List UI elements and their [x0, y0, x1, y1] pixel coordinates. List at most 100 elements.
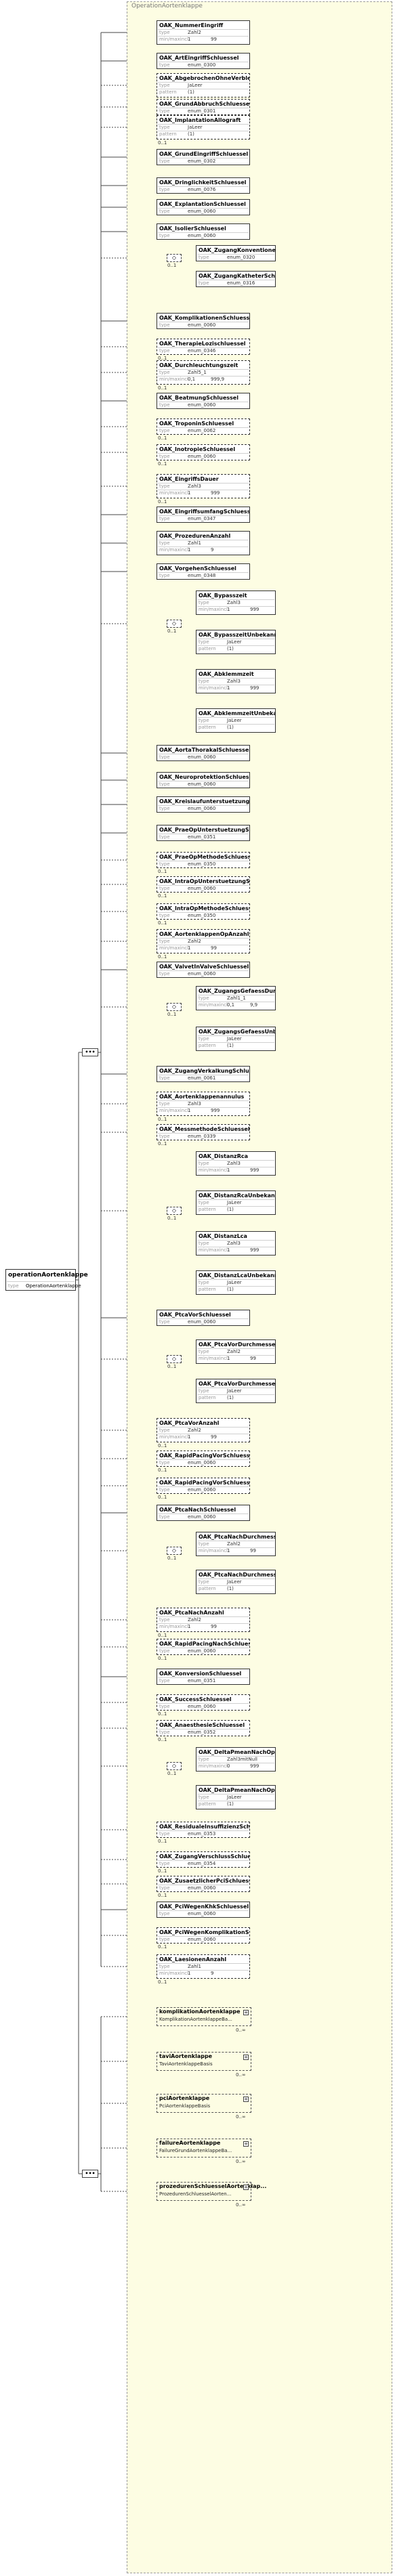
root-element-operationAortenklappe[interactable]: operationAortenklappe type OperationAort…	[5, 1269, 88, 1291]
element-oak_pciwegenkomplikationschl[interactable]: OAK_PciWegenKomplikationSchl...typeenum_…	[157, 1927, 250, 1944]
expand-icon[interactable]: +	[243, 2185, 249, 2190]
prop-value: enum_0060	[188, 209, 216, 214]
expand-icon[interactable]: +	[243, 2010, 249, 2015]
element-oak_zugangsgefaessunbekannt[interactable]: OAK_ZugangsGefaessUnbekannttypeJaLeerpat…	[196, 1027, 276, 1051]
element-oak_rapidpacingnachschluessel[interactable]: OAK_RapidPacingNachSchluesseltypeenum_00…	[157, 1639, 250, 1655]
choice-compositor[interactable]: ◇	[167, 254, 182, 262]
prop-value: enum_0062	[188, 428, 216, 433]
expand-icon[interactable]: +	[243, 2055, 249, 2060]
element-oak_ptcavordurchmesserunbeka[interactable]: OAK_PtcaVorDurchmesserUnbeka...typeJaLee…	[196, 1379, 276, 1403]
group-prozedurenschluesselaortenklap[interactable]: prozedurenSchluesselAortenklap...Prozedu…	[157, 2182, 266, 2201]
prop-key: pattern	[199, 646, 216, 651]
element-oak_zugangkonventionellschlue[interactable]: OAK_ZugangKonventionellSchlue...typeenum…	[196, 245, 276, 261]
prop-key: type	[199, 995, 209, 1001]
choice-compositor[interactable]: ◇	[167, 1547, 182, 1555]
element-oak_residualeinsuffizienzschlus[interactable]: OAK_ResidualeInsuffizienzSchlus...typeen…	[157, 1822, 250, 1838]
expand-icon[interactable]: +	[243, 2097, 249, 2102]
sequence-compositor-2[interactable]: •••	[82, 2170, 98, 2178]
multiplicity-label: 0..1	[158, 869, 167, 874]
element-oak_praeopunterstuetzungschlu[interactable]: OAK_PraeOpUnterstuetzungSchlu...typeenum…	[157, 825, 250, 841]
choice-compositor[interactable]: ◇	[167, 1207, 182, 1215]
prop-value: Zahl3	[227, 679, 241, 684]
element-oak_deltapmeannachopunbeka[interactable]: OAK_DeltaPmeanNachOpUnbeka...typeJaLeerp…	[196, 1785, 276, 1809]
choice-compositor[interactable]: ◇	[167, 620, 182, 628]
element-oak_zugangverkalkungschluessel[interactable]: OAK_ZugangVerkalkungSchluesseltypeenum_0…	[157, 1066, 250, 1082]
element-oak_abklemmzeitunbekannt[interactable]: OAK_AbklemmzeitUnbekannttypeJaLeerpatter…	[196, 708, 276, 733]
element-oak_zugangverschlussschluessel[interactable]: OAK_ZugangVerschlussSchluesseltypeenum_0…	[157, 1851, 250, 1868]
prop-key: pattern	[199, 1287, 216, 1292]
prop-key: min/maxincl.	[199, 685, 230, 691]
sequence-compositor[interactable]: •••	[82, 1048, 98, 1056]
element-oak_kreislaufunterstuetzungschl[interactable]: OAK_KreislaufunterstuetzungSchl...typeen…	[157, 796, 250, 813]
element-oak_zugangkatheterschluessel[interactable]: OAK_ZugangKatheterSchluesseltypeenum_031…	[196, 271, 276, 287]
element-prop-row: pattern(1)	[158, 131, 249, 137]
element-oak_intraopunterstuetzungschlu[interactable]: OAK_IntraOpUnterstuetzungSchlu...typeenu…	[157, 876, 250, 893]
choice-compositor[interactable]: ◇	[167, 1003, 182, 1011]
choice-compositor[interactable]: ◇	[167, 1355, 182, 1363]
prop-key: type	[159, 1831, 170, 1837]
choice-compositor[interactable]: ◇	[167, 1762, 182, 1770]
element-oak_ptcanachdurchmesserunbe[interactable]: OAK_PtcaNachDurchmesserUnbe...typeJaLeer…	[196, 1570, 276, 1594]
expand-icon[interactable]: +	[243, 2141, 249, 2147]
element-name: OAK_IntraOpUnterstuetzungSchlu...	[159, 878, 250, 884]
prop-value: enum_0060	[188, 1514, 216, 1520]
element-oak_zugangsgefaessdurchmesser[interactable]: OAK_ZugangsGefaessDurchmessertypeZahl1_1…	[196, 986, 276, 1010]
